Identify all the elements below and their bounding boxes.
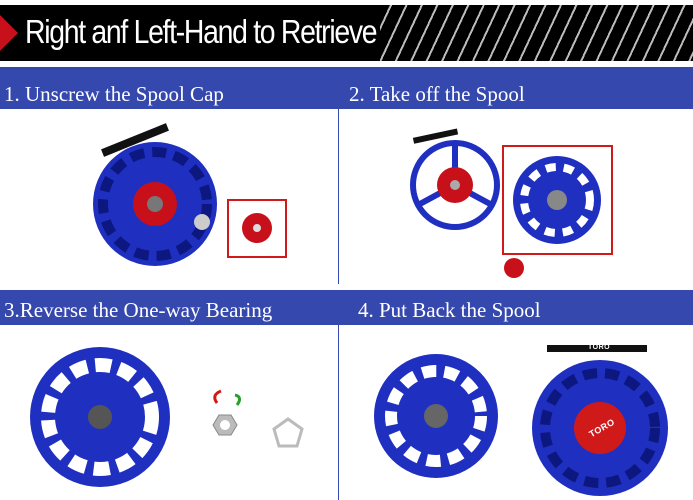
- divider: [338, 109, 339, 284]
- step-band-top: 1. Unscrew the Spool Cap 2. Take off the…: [0, 67, 693, 109]
- divider: [338, 325, 339, 500]
- spool-image: [30, 347, 170, 487]
- reel-image: [532, 345, 668, 496]
- step-3-label: 3.Reverse the One-way Bearing: [4, 298, 273, 322]
- spool-image: [513, 156, 601, 244]
- spool-cap-image: [504, 258, 524, 278]
- stripe-decoration: [380, 5, 693, 61]
- step-4-label: 4. Put Back the Spool: [358, 298, 541, 322]
- spool-cap-image: [242, 213, 272, 243]
- step-band-bottom: 3.Reverse the One-way Bearing 4. Put Bac…: [0, 290, 693, 325]
- rotate-arrows-icon: [212, 389, 242, 436]
- highlight-box: [227, 199, 287, 258]
- step-2-label: 2. Take off the Spool: [349, 82, 525, 106]
- bearing-ring-image: [272, 417, 304, 448]
- step-1-label: 1. Unscrew the Spool Cap: [4, 82, 224, 106]
- spool-image: [374, 354, 498, 478]
- header-banner: Right anf Left-Hand to Retrieve: [0, 5, 693, 61]
- brand-logo-handle: TORO: [588, 344, 611, 351]
- reel-frame-image: [410, 128, 500, 230]
- arrow-icon: [0, 15, 18, 51]
- reel-image: [93, 123, 217, 266]
- highlight-box: [502, 145, 613, 255]
- page-title: Right anf Left-Hand to Retrieve: [25, 13, 378, 50]
